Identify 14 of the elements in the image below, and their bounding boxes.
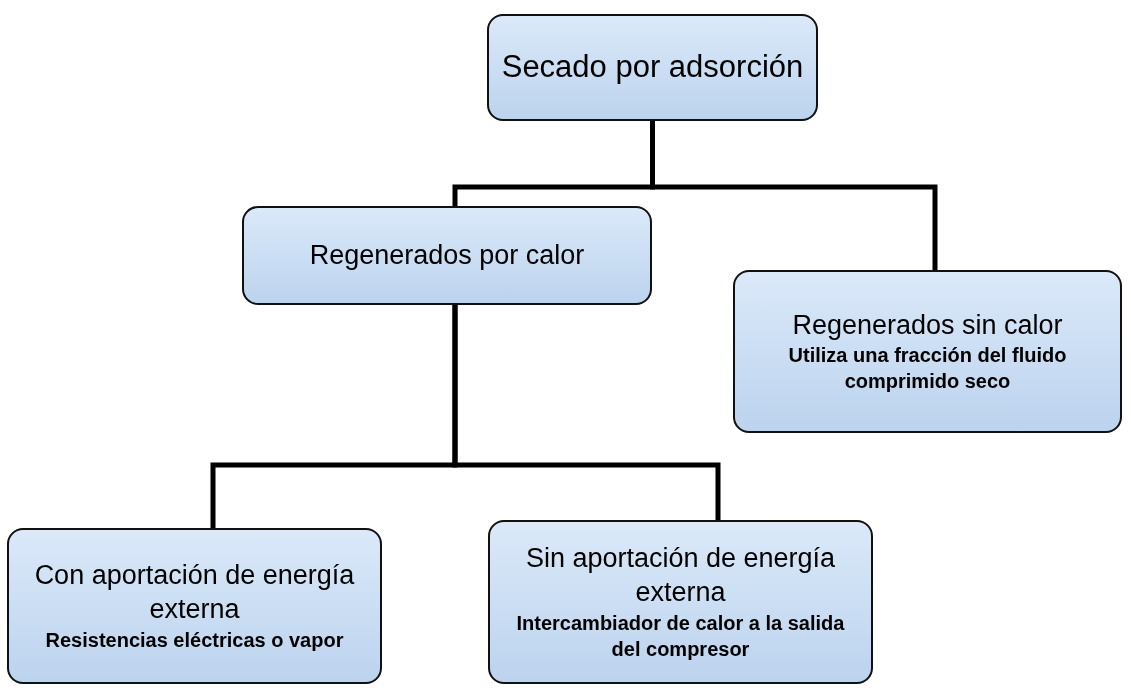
box-heading: Secado por adsorción <box>501 48 804 87</box>
connector-line <box>452 305 721 520</box>
category-box <box>242 206 652 305</box>
box-description: Utiliza una fracción del fluido comprimido seco <box>787 343 1068 395</box>
category-box <box>487 14 818 121</box>
box-heading: Con aportación de energía externa <box>33 559 356 626</box>
category-box <box>7 528 382 684</box>
category-box <box>733 270 1122 433</box>
box-heading: Regenerados sin calor <box>792 308 1063 342</box>
box-heading: Regenerados por calor <box>309 238 585 272</box>
box-description: Intercambiador de calor a la salida del compresor <box>515 610 846 662</box>
box-heading: Sin aportación de energía externa <box>524 542 837 609</box>
category-box <box>488 520 873 684</box>
box-description: Resistencias eléctricas o vapor <box>45 627 344 653</box>
